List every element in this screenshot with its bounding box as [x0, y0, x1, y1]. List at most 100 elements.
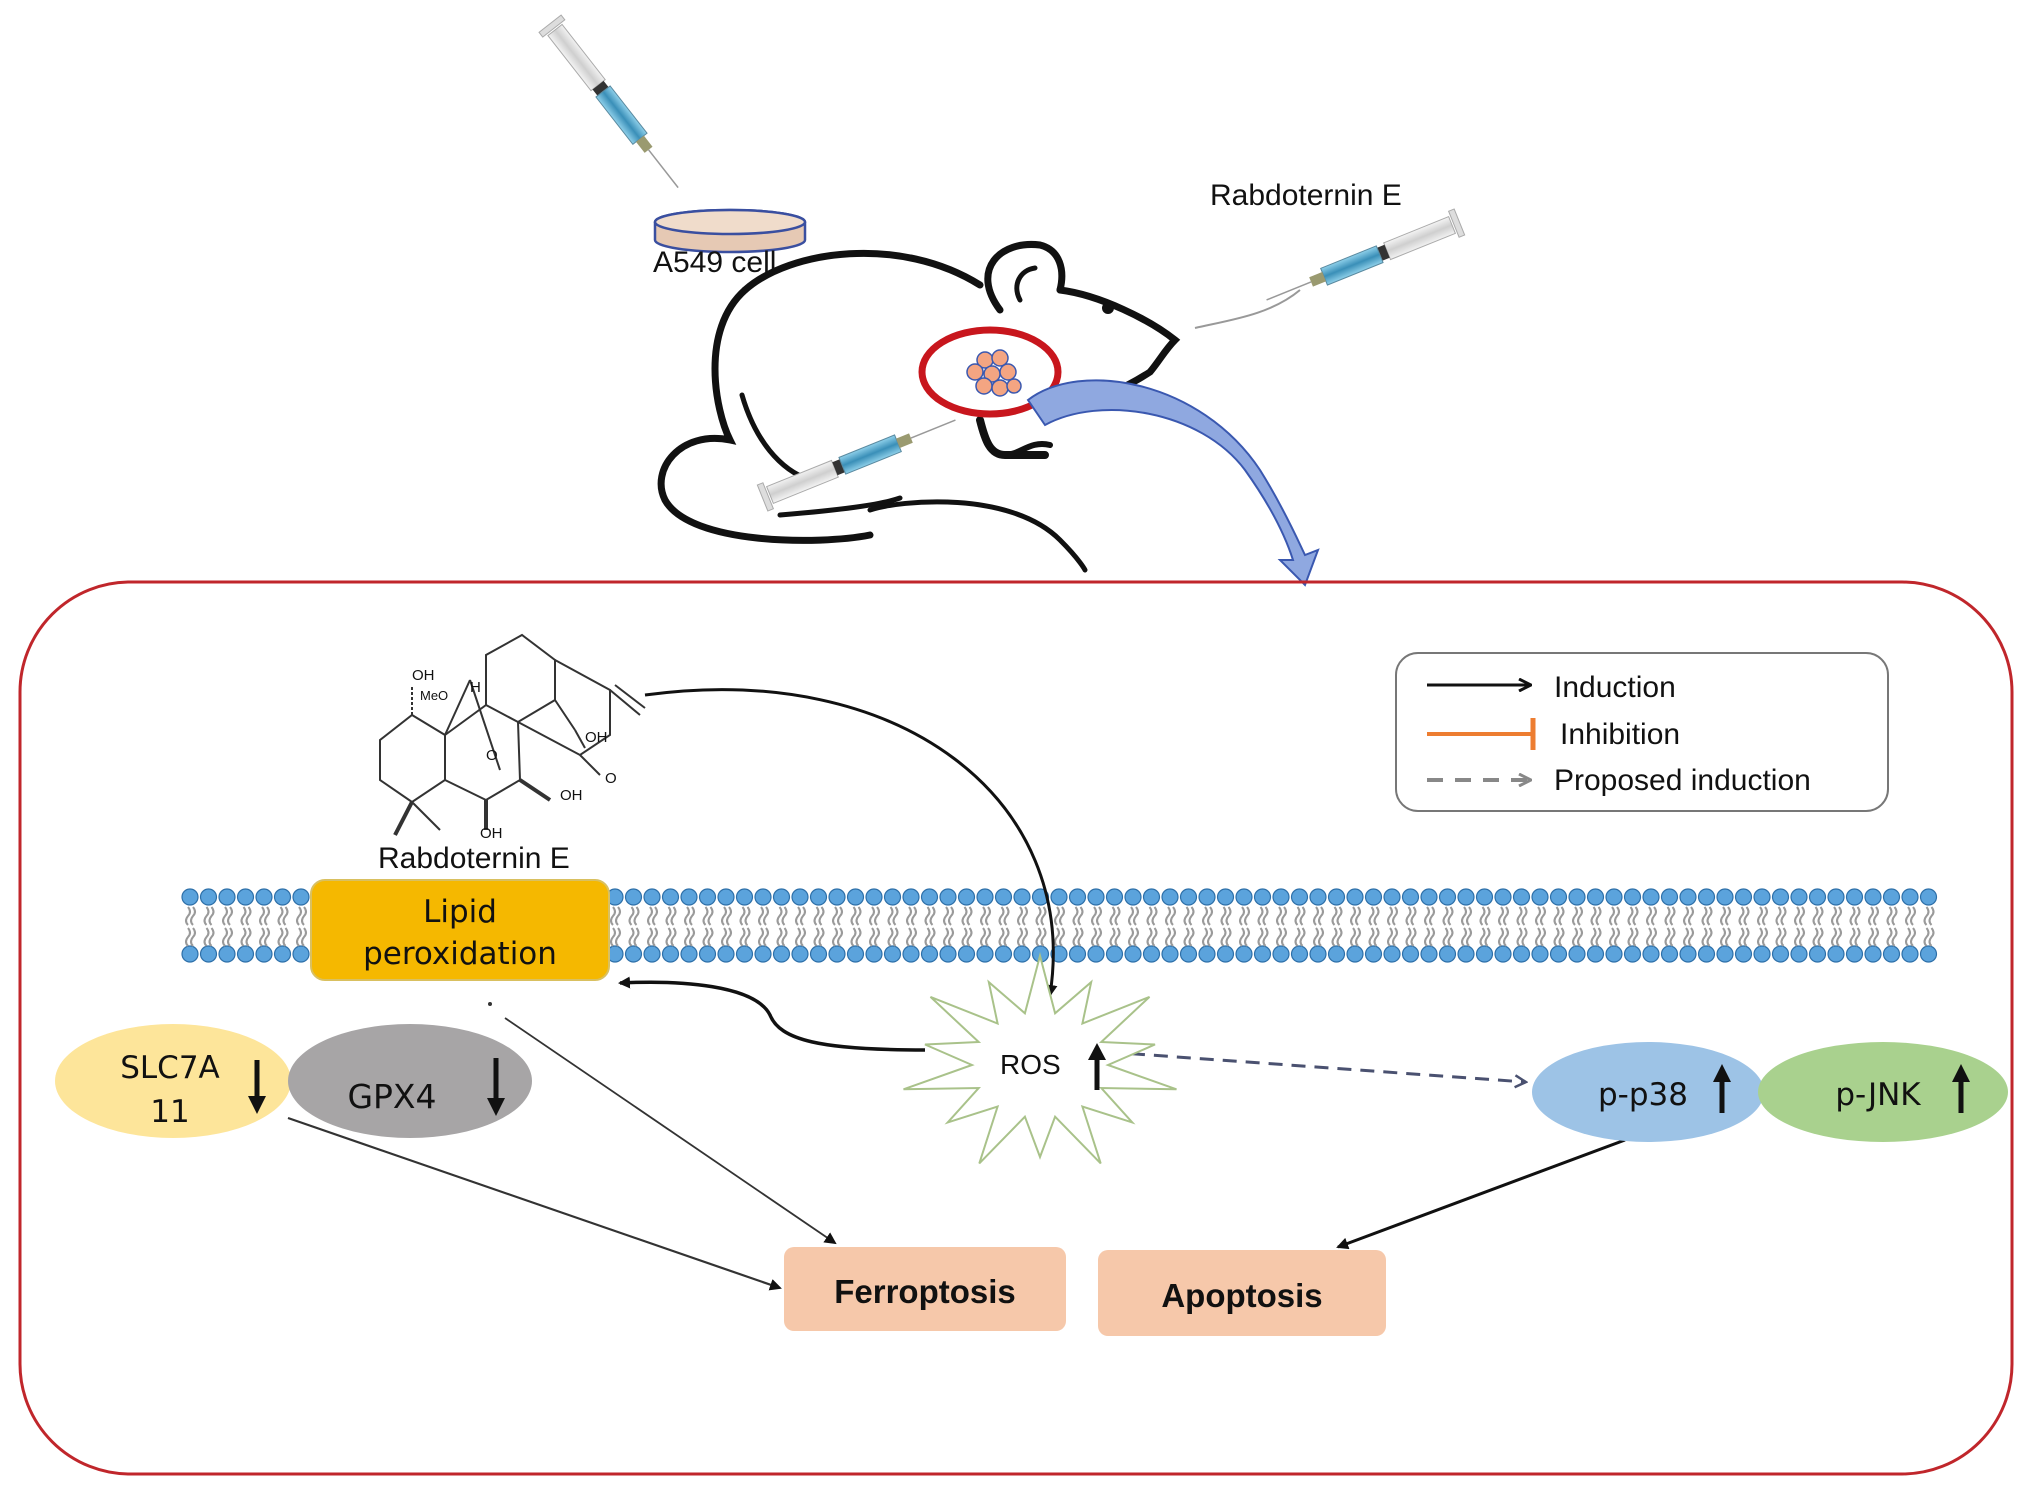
lipid-head: [1290, 945, 1309, 963]
lipid-head: [1864, 888, 1882, 906]
lipid-head: [939, 888, 957, 906]
lipid-head: [791, 945, 809, 963]
lipid-tail: [665, 906, 677, 926]
lipid-tail: [906, 927, 917, 947]
atom-label: O: [486, 747, 498, 764]
lipid-head: [902, 888, 920, 906]
lipid-label-line2: peroxidation: [363, 936, 557, 972]
lipid-tail: [1387, 906, 1398, 926]
lipid-tail: [1775, 906, 1787, 926]
lipid-head: [1753, 945, 1771, 963]
flow-arrow: [1026, 379, 1320, 587]
lipid-head: [1753, 888, 1771, 906]
lipid-head: [994, 888, 1013, 906]
atom-label: OH: [412, 667, 435, 684]
lipid-tail: [1923, 906, 1935, 926]
lipid-head: [680, 888, 698, 906]
legend-label: Inhibition: [1560, 718, 1680, 751]
lipid-head: [1124, 888, 1142, 906]
ros-label: ROS: [1000, 1049, 1061, 1080]
lipid-tail: [1035, 906, 1047, 926]
lipid-tail: [684, 927, 695, 947]
lipid-tail: [1424, 927, 1435, 947]
lipid-head: [1179, 945, 1198, 963]
lipid-tail: [1646, 927, 1657, 947]
lipid-head: [292, 888, 310, 906]
ros-starburst: ROS: [903, 951, 1177, 1165]
lipid-head: [1253, 888, 1272, 906]
lipid-tail: [1109, 906, 1121, 926]
lipid-tail: [1239, 927, 1250, 947]
lipid-head: [1882, 945, 1901, 963]
lipid-head: [1124, 945, 1142, 963]
lipid-head: [255, 945, 273, 963]
lipid-head: [920, 888, 939, 906]
slc-label-line1: SLC7A: [120, 1050, 220, 1086]
lipid-tail: [776, 906, 788, 926]
lipid-tail: [850, 927, 862, 947]
lipid-tail: [665, 927, 677, 947]
lipid-tail: [1553, 906, 1565, 926]
atom-label: H: [470, 679, 481, 696]
lipid-tail: [1257, 927, 1269, 947]
lipid-tail: [1590, 906, 1602, 926]
lipid-head: [181, 888, 199, 906]
lipid-tail: [980, 906, 991, 926]
lipid-tail: [1405, 906, 1417, 926]
lipid-head: [828, 888, 846, 906]
pjnk-node: p-JNK: [1758, 1042, 2008, 1142]
lipid-head: [754, 945, 772, 963]
lipid-tail: [832, 927, 843, 947]
lipid-head: [643, 945, 661, 963]
lipid-tail: [1664, 906, 1676, 926]
petri-dish: [653, 208, 807, 254]
lipid-head: [1420, 888, 1438, 906]
lipid-tail: [610, 906, 621, 926]
lipid-head: [920, 945, 939, 963]
lipid-tail: [1831, 927, 1842, 947]
lipid-tail: [277, 927, 289, 947]
lipid-tail: [185, 927, 196, 947]
lipid-head: [735, 888, 754, 906]
pp38-node: p-p38: [1532, 1042, 1764, 1142]
lipid-head: [1734, 945, 1753, 963]
lipid-tail: [259, 927, 270, 947]
lipid-head: [1309, 888, 1327, 906]
lipid-tail: [222, 927, 233, 947]
lipid-head: [1272, 888, 1290, 906]
lipid-tail: [1609, 927, 1620, 947]
lipid-tail: [1812, 927, 1824, 947]
arrow-slc-to-ferroptosis: [287, 1116, 782, 1291]
lipid-tail: [1350, 906, 1361, 926]
drug-syringe: [1194, 208, 1466, 329]
lipid-label-line1: Lipid: [423, 894, 497, 930]
pjnk-up-arrow-icon: [1952, 1064, 1970, 1113]
lipid-tail: [1849, 906, 1861, 926]
lipid-head: [1105, 945, 1124, 963]
lipid-head: [1327, 888, 1346, 906]
dot: [488, 1002, 492, 1006]
lipid-tail: [1128, 927, 1139, 947]
lipid-tail: [758, 906, 769, 926]
arrow-ros-to-lipid: [618, 976, 926, 1052]
lipid-head: [1586, 945, 1605, 963]
lipid-head: [1457, 945, 1475, 963]
lipid-head: [1531, 945, 1549, 963]
lipid-tail: [887, 927, 899, 947]
lipid-head: [199, 945, 218, 963]
ferroptosis-box: Ferroptosis: [784, 1247, 1066, 1331]
lipid-tail: [1683, 927, 1694, 947]
lipid-head: [255, 888, 273, 906]
lipid-head: [1845, 888, 1864, 906]
lipid-tail: [1757, 906, 1768, 926]
lipid-tail: [1165, 927, 1176, 947]
lipid-tail: [1683, 906, 1694, 926]
lipid-tail: [1553, 927, 1565, 947]
lipid-tail: [943, 927, 954, 947]
arrow-lipid-to-ferroptosis: [504, 1017, 837, 1245]
lipid-tail: [1424, 906, 1435, 926]
lipid-tail: [1276, 927, 1287, 947]
lipid-head: [1549, 888, 1568, 906]
lipid-tail: [1183, 906, 1195, 926]
